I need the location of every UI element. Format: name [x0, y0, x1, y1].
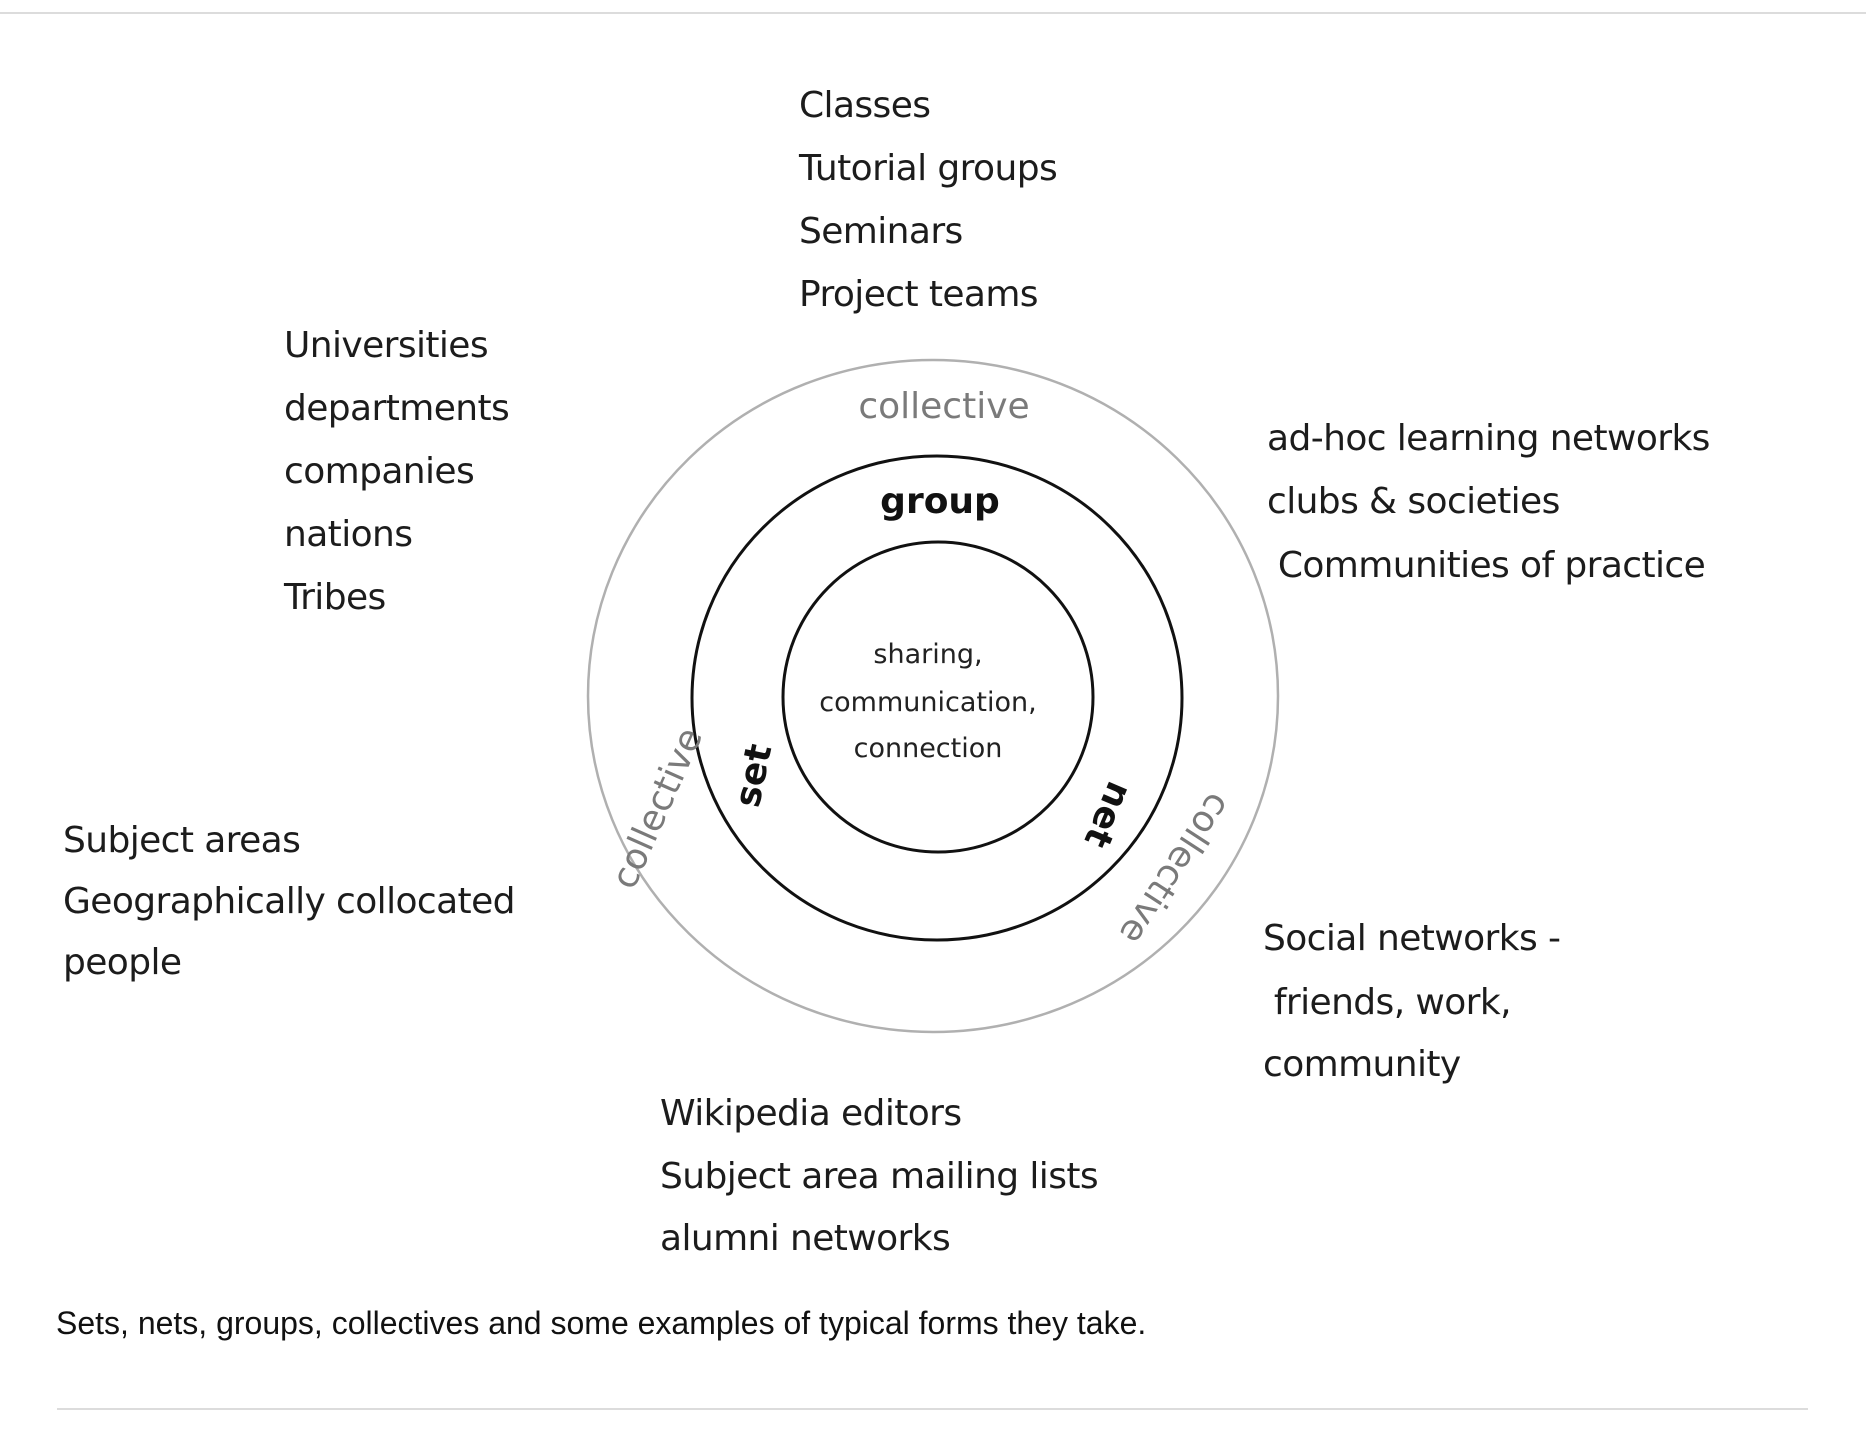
- group-ring: [690, 454, 1184, 942]
- example-item: Subject areas: [63, 820, 300, 861]
- figure-caption: Sets, nets, groups, collectives and some…: [56, 1305, 1147, 1341]
- example-item: departments: [284, 388, 509, 429]
- example-item: companies: [284, 451, 474, 492]
- example-item: friends, work,: [1263, 982, 1511, 1023]
- example-item: ad-hoc learning networks: [1267, 418, 1710, 459]
- example-item: Communities of practice: [1267, 545, 1705, 586]
- core-ring: [781, 540, 1095, 854]
- example-item: Classes: [799, 85, 930, 126]
- set-label: set: [727, 741, 780, 811]
- example-item: Tutorial groups: [798, 148, 1057, 189]
- group-label: group: [880, 481, 1000, 522]
- example-item: Tribes: [283, 577, 386, 618]
- example-item: Social networks -: [1263, 918, 1560, 959]
- net-label: net: [1076, 776, 1140, 854]
- example-item: Subject area mailing lists: [660, 1156, 1098, 1197]
- bottom-divider: [57, 1408, 1808, 1410]
- core-label-sharing: sharing,: [873, 639, 982, 670]
- example-item: Seminars: [799, 211, 963, 252]
- sets-nets-groups-diagram: sharing, communication, connection colle…: [63, 85, 1710, 1259]
- example-item: clubs & societies: [1267, 481, 1560, 522]
- collective-ring: [586, 358, 1280, 1034]
- examples-top-right: ad-hoc learning networks clubs & societi…: [1267, 418, 1710, 586]
- example-item: community: [1263, 1044, 1461, 1085]
- core-label-communication: communication,: [819, 687, 1036, 718]
- collective-label-left: collective: [604, 722, 711, 895]
- example-item: Wikipedia editors: [660, 1093, 962, 1134]
- examples-top-left: Universities departments companies natio…: [283, 325, 510, 618]
- examples-left: Subject areas Geographically collocated …: [63, 820, 515, 983]
- example-item: nations: [284, 514, 412, 555]
- example-item: Project teams: [799, 274, 1038, 315]
- example-item: Geographically collocated: [63, 881, 515, 922]
- examples-bottom: Wikipedia editors Subject area mailing l…: [660, 1093, 1099, 1259]
- core-label-connection: connection: [854, 733, 1003, 764]
- top-divider: [0, 12, 1866, 14]
- example-item: Universities: [284, 325, 488, 366]
- examples-top: Classes Tutorial groups Seminars Project…: [798, 85, 1058, 315]
- example-item: alumni networks: [660, 1218, 950, 1259]
- example-item: people: [63, 942, 181, 983]
- examples-bottom-right: Social networks - friends, work, communi…: [1263, 918, 1561, 1085]
- collective-label-top: collective: [858, 386, 1029, 427]
